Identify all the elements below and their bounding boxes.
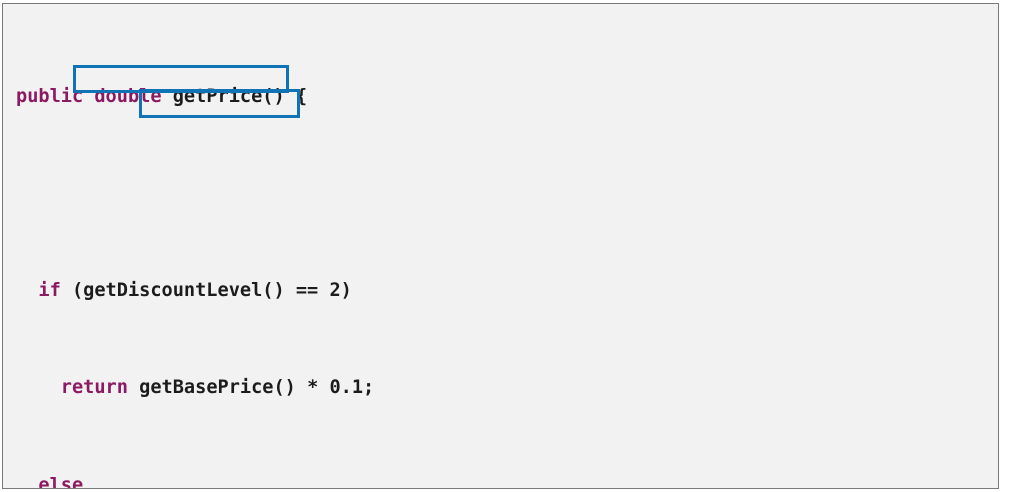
token-keyword-public: public <box>16 85 84 107</box>
code-panel: public double getPrice() { if (getDiscou… <box>2 3 999 489</box>
token-expression-baseprice-01: getBasePrice() * 0.1; <box>127 377 375 399</box>
token-indent <box>16 280 38 301</box>
token-keyword-else: else <box>38 474 84 489</box>
code-line-1: public double getPrice() { <box>16 85 385 109</box>
code-line-5: else <box>16 474 385 489</box>
token-method-signature-getprice: getPrice() { <box>161 85 308 107</box>
token-indent <box>16 377 61 398</box>
token-keyword-double: double <box>83 85 162 107</box>
token-indent <box>16 475 38 488</box>
token-keyword-if: if <box>38 280 61 302</box>
code-line-3: if (getDiscountLevel() == 2) <box>16 279 385 303</box>
token-condition-discountlevel: (getDiscountLevel() == 2) <box>60 280 352 302</box>
code-line-2-blank <box>16 182 385 206</box>
code-line-4: return getBasePrice() * 0.1; <box>16 376 385 400</box>
code-listing[interactable]: public double getPrice() { if (getDiscou… <box>16 12 385 489</box>
token-keyword-return: return <box>60 377 128 399</box>
